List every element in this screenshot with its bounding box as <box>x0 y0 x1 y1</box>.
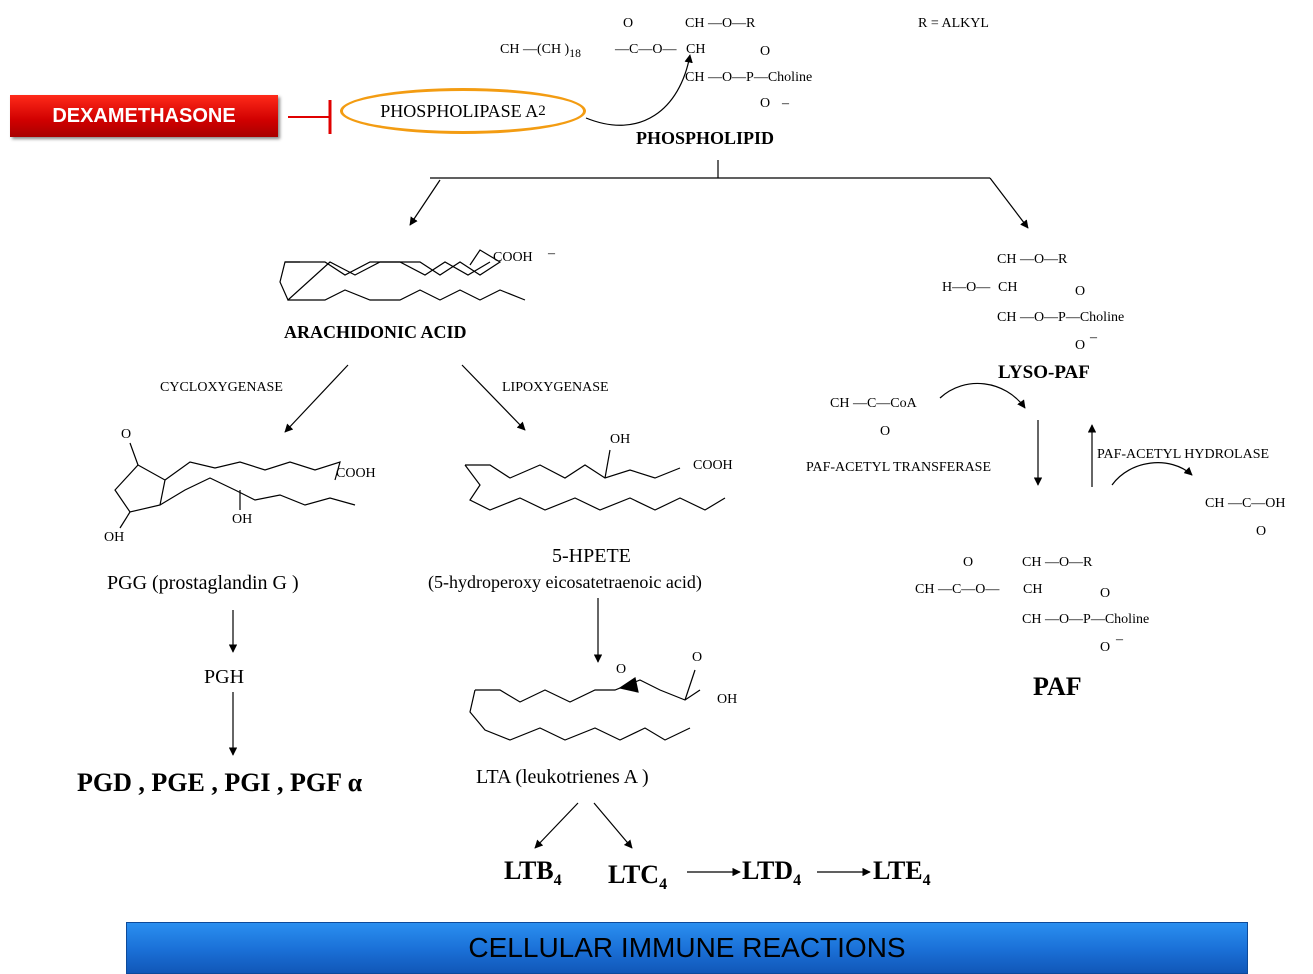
lta4-oh: OH <box>717 692 738 707</box>
phospholipid-ch2-bot: CH —O—P—Choline <box>685 70 813 85</box>
r1-note: R = ALKYL <box>918 16 989 31</box>
acetyl-coa-arrow <box>939 382 1026 409</box>
lyso-paf-minus: – <box>1090 330 1097 345</box>
pgg2-oh-ring: OH <box>104 530 125 545</box>
prostanoids-name: PGD , PGE , PGI , PGF α <box>77 768 363 797</box>
ltc4-label: LTC4 <box>608 860 668 894</box>
paf-ch2-top: CH —O—R <box>1022 555 1093 570</box>
acetyl-coa-o: O <box>880 424 891 439</box>
cox-label: CYCLOXYGENASE <box>160 380 283 395</box>
phospholipid-ester: —C—O— <box>615 42 677 57</box>
lte4-label: LTE4 <box>873 856 931 890</box>
lyso-paf-title: LYSO-PAF <box>998 362 1090 383</box>
lta4-name: LTA (leukotrienes A ) <box>476 766 649 788</box>
arachidonic-cooh: COOH <box>493 250 533 265</box>
lyso-paf-ch: CH <box>998 280 1018 295</box>
phospholipid-p-o-bot: O <box>760 96 771 111</box>
pgg2-ring <box>114 464 166 513</box>
phospholipid-ch: CH <box>686 42 706 57</box>
arachidonic-minus: – <box>548 246 555 261</box>
phospholipid-ch2-top: CH —O—R <box>685 16 756 31</box>
cellular-immune-reactions-banner: CELLULAR IMMUNE REACTIONS <box>126 922 1248 974</box>
phospholipid-minus: – <box>782 96 789 111</box>
ltb4-label: LTB4 <box>504 856 562 890</box>
pgg2-name: PGG (prostaglandin G ) <box>107 572 299 594</box>
phospholipase-a2-sub: 2 <box>538 102 546 119</box>
acetyl-coa: CH —C—CoA <box>830 396 917 411</box>
paf-ch2-bot: CH —O—P—Choline <box>1022 612 1150 627</box>
lta4-epoxide-o: O <box>616 662 627 677</box>
banner-label: CELLULAR IMMUNE REACTIONS <box>468 932 906 963</box>
lyso-paf-ch2-top: CH —O—R <box>997 252 1068 267</box>
hpete-oh: OH <box>610 432 631 447</box>
phospholipid-p-o-top: O <box>760 44 771 59</box>
acetic-acid-o: O <box>1256 524 1267 539</box>
paf-ch: CH <box>1023 582 1043 597</box>
phospholipid-chain: CH —(CH )18 <box>500 42 581 60</box>
pgg2-cooh: COOH <box>336 466 376 481</box>
arrow-to-arachidonic <box>409 179 441 226</box>
lox-label: LIPOXYGENASE <box>502 380 609 395</box>
pgh2-name: PGH <box>204 666 245 688</box>
arrow-to-lyso-paf <box>989 177 1029 229</box>
hpete-structure <box>465 464 681 479</box>
acetic-acid: CH —C—OH <box>1205 496 1286 511</box>
lyso-paf-ho: H—O— <box>942 280 991 295</box>
phospholipid-title: PHOSPHOLIPID <box>636 128 775 148</box>
hpete-cooh: COOH <box>693 458 733 473</box>
pgg2-oh-chain: OH <box>232 512 253 527</box>
paf-acetyl: CH —C—O— <box>915 582 1000 597</box>
paf-hydrolase-label: PAF-ACETYL HYDROLASE <box>1097 447 1270 462</box>
paf-minus: – <box>1116 632 1123 647</box>
dexamethasone-label: DEXAMETHASONE <box>52 104 236 127</box>
hpete-name: 5-HPETE <box>552 545 631 567</box>
lyso-paf-ch2-bot: CH —O—P—Choline <box>997 310 1125 325</box>
hpete-full-name: (5-hydroperoxy eicosatetraenoic acid) <box>428 572 702 592</box>
pgg2-ketone-o: O <box>121 427 132 442</box>
arachidonic-title: ARACHIDONIC ACID <box>284 322 467 342</box>
pla2-cleavage-arrow <box>585 54 693 126</box>
arrow-to-ltb4 <box>534 802 579 849</box>
lta4-structure <box>475 679 701 703</box>
arrow-cox <box>284 364 349 433</box>
paf-acetyl-o: O <box>963 555 974 570</box>
acetate-release-arrow <box>1111 462 1193 486</box>
phospholipid-carbonyl-o: O <box>623 16 634 31</box>
phospholipase-a2-label: PHOSPHOLIPASE A <box>380 100 539 121</box>
paf-p-o-bot: O <box>1100 640 1111 655</box>
paf-p-o-top: O <box>1100 586 1111 601</box>
paf-title: PAF <box>1033 672 1082 701</box>
arrow-to-ltc4 <box>593 802 633 849</box>
paf-transferase-label: PAF-ACETYL TRANSFERASE <box>806 460 992 475</box>
lyso-paf-p-o-bot: O <box>1075 338 1086 353</box>
lyso-paf-p-o-top: O <box>1075 284 1086 299</box>
ltd4-label: LTD4 <box>742 856 802 890</box>
arrow-lox <box>461 364 526 431</box>
dexamethasone-box: DEXAMETHASONE <box>10 95 278 137</box>
lta4-carbonyl-o: O <box>692 650 703 665</box>
